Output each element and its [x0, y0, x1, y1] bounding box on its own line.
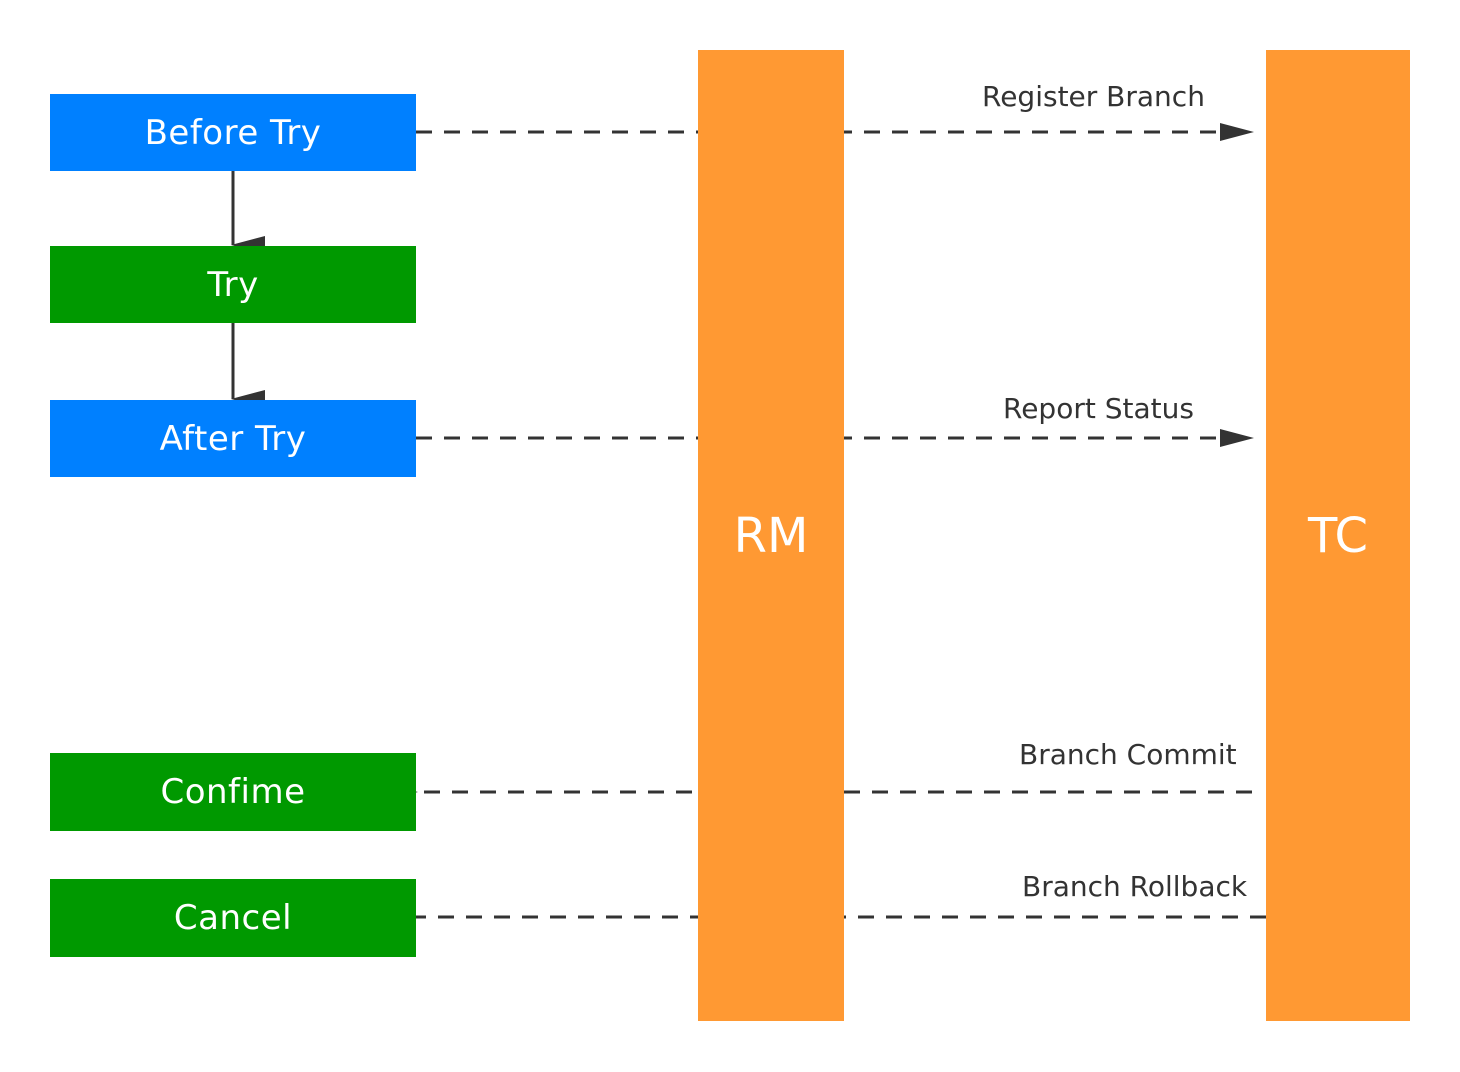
- after-try-label: After Try: [159, 418, 307, 459]
- rm-label: RM: [733, 507, 809, 564]
- report-status-label: Report Status: [1003, 392, 1194, 425]
- before-try-label: Before Try: [144, 112, 322, 153]
- tc-lane: TC: [1266, 50, 1410, 1021]
- branch-rollback-label: Branch Rollback: [1022, 870, 1248, 903]
- branch-commit-label: Branch Commit: [1019, 738, 1237, 771]
- cancel-label: Cancel: [173, 898, 293, 938]
- before-try-box: Before Try: [50, 94, 416, 171]
- try-label: Try: [207, 264, 259, 305]
- try-box: Try: [50, 246, 416, 323]
- after-try-box: After Try: [50, 400, 416, 477]
- rm-lane: RM: [698, 50, 844, 1021]
- register-branch-label: Register Branch: [982, 80, 1205, 113]
- confirm-box: Confime: [50, 753, 416, 831]
- cancel-box: Cancel: [50, 879, 416, 957]
- confirm-label: Confime: [160, 772, 306, 812]
- tc-label: TC: [1307, 507, 1369, 564]
